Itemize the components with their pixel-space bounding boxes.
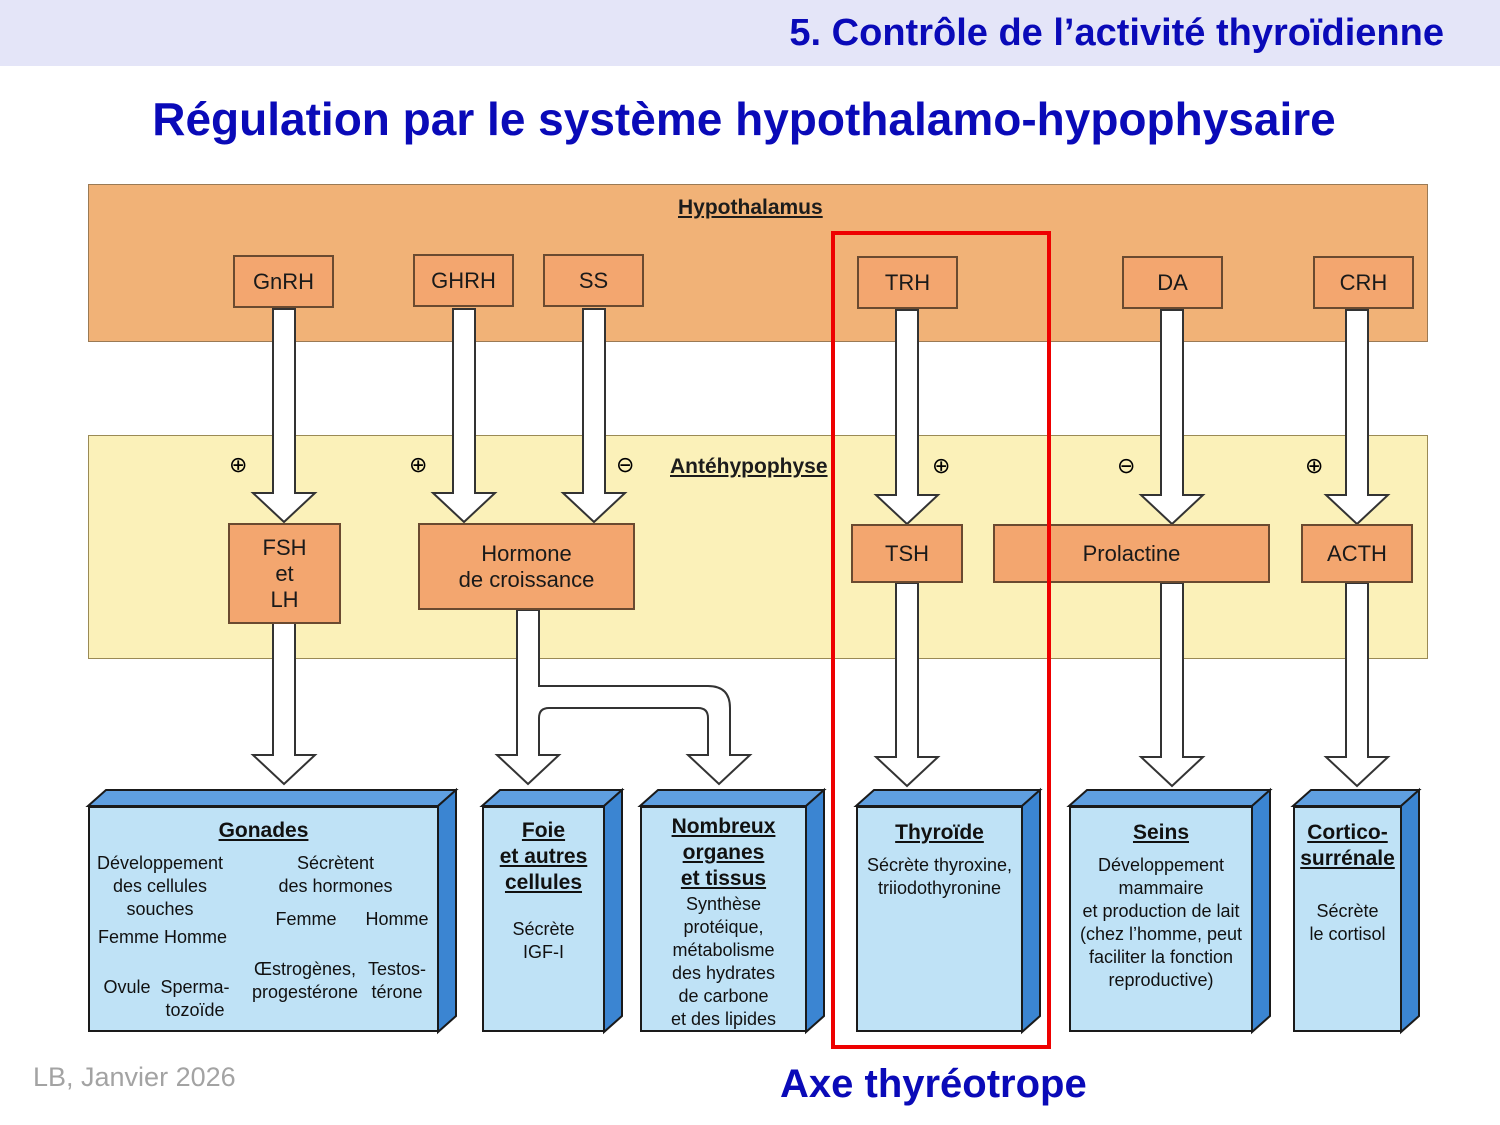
- growth-hormone-box: Hormone de croissance: [418, 523, 635, 610]
- foie-box: Foie et autres cellules Sécrète IGF-I: [482, 806, 605, 1032]
- plus-sign-ghrh: ⊕: [409, 452, 428, 477]
- arrow-gh-targets: [494, 609, 753, 786]
- gonades-side: [437, 787, 457, 1035]
- cortico-box: Cortico- surrénale Sécrète le cortisol: [1293, 806, 1402, 1032]
- gonades-hormones-text: Sécrètent des hormones: [278, 853, 393, 896]
- gonades-dev-text: Développement des cellules souches: [96, 853, 224, 919]
- foie-text: Sécrète IGF-I: [512, 919, 575, 962]
- arrow-da-prolactine: [1138, 309, 1206, 526]
- gonades-sperm: Sperma- tozoïde: [160, 977, 230, 1020]
- antehypophyse-label: Antéhypophyse: [670, 455, 828, 478]
- da-box: DA: [1122, 256, 1223, 309]
- tsh-box: TSH: [851, 524, 963, 583]
- gonades-sex-left: Femme Homme: [97, 927, 227, 947]
- cortico-top: [1290, 789, 1422, 807]
- arrow-crh-acth: [1323, 309, 1391, 526]
- arrow-gnrh-fsh: [250, 308, 318, 524]
- gonades-box: Gonades Développement des cellules souch…: [88, 806, 439, 1032]
- arrow-trh-tsh: [873, 309, 941, 526]
- prolactine-box: Prolactine: [993, 524, 1270, 583]
- header-bar: 5. Contrôle de l’activité thyroïdienne: [0, 0, 1500, 66]
- crh-box: CRH: [1313, 256, 1414, 309]
- thyroide-box: Thyroïde Sécrète thyroxine, triiodothyro…: [856, 806, 1023, 1032]
- gnrh-box: GnRH: [233, 255, 334, 308]
- cortico-text: Sécrète le cortisol: [1309, 901, 1386, 944]
- gonades-ovule: Ovule: [103, 977, 151, 997]
- arrow-acth-cortico: [1323, 582, 1391, 788]
- organes-text: Synthèse protéique, métabolisme des hydr…: [670, 894, 777, 1029]
- foie-top: [479, 789, 625, 807]
- plus-sign-trh: ⊕: [932, 453, 951, 478]
- foie-title: Foie et autres cellules: [499, 819, 588, 894]
- arrow-ghrh-gh: [430, 308, 498, 524]
- thyrotropic-axis-highlight: [831, 231, 1051, 1049]
- organes-title: Nombreux organes et tissus: [671, 815, 776, 890]
- trh-box: TRH: [857, 256, 958, 309]
- arrow-tsh-thyroide: [873, 582, 941, 788]
- gonades-title: Gonades: [218, 819, 309, 842]
- gonades-testosterone: Testos- térone: [367, 959, 427, 1002]
- arrow-ss-gh: [560, 308, 628, 524]
- gonades-oestrogenes: Œstrogènes, progestérone: [251, 959, 359, 1002]
- seins-text: Développement mammaire et production de …: [1079, 855, 1243, 990]
- cortico-side: [1400, 787, 1420, 1035]
- foie-side: [603, 787, 623, 1035]
- arrow-fsh-gonades: [250, 622, 318, 786]
- gonades-top: [85, 789, 459, 807]
- organes-box: Nombreux organes et tissus Synthèse prot…: [640, 806, 807, 1032]
- ss-box: SS: [543, 254, 644, 307]
- minus-sign-da: ⊖: [1117, 453, 1136, 478]
- header-title: 5. Contrôle de l’activité thyroïdienne: [789, 12, 1444, 54]
- page-title: Régulation par le système hypothalamo-hy…: [152, 93, 1336, 145]
- plus-sign-gnrh: ⊕: [229, 452, 248, 477]
- arrow-prolactine-seins: [1138, 582, 1206, 788]
- cortico-title: Cortico- surrénale: [1300, 821, 1395, 870]
- gonades-homme: Homme: [365, 909, 429, 929]
- thyroide-title: Thyroïde: [895, 821, 984, 844]
- organes-top: [637, 789, 827, 807]
- acth-box: ACTH: [1301, 524, 1413, 583]
- footer-author-date: LB, Janvier 2026: [33, 1062, 236, 1092]
- fsh-lh-box: FSH et LH: [228, 523, 341, 624]
- hypothalamus-label: Hypothalamus: [678, 196, 823, 219]
- minus-sign-ss: ⊖: [616, 452, 635, 477]
- thyroide-text: Sécrète thyroxine, triiodothyronine: [866, 855, 1013, 898]
- axe-thyreotrope-label: Axe thyréotrope: [780, 1062, 1087, 1106]
- seins-side: [1251, 787, 1271, 1035]
- ghrh-box: GHRH: [413, 254, 514, 307]
- gonades-femme: Femme: [275, 909, 337, 929]
- seins-box: Seins Développement mammaire et producti…: [1069, 806, 1253, 1032]
- organes-side: [805, 787, 825, 1035]
- seins-top: [1066, 789, 1273, 807]
- plus-sign-crh: ⊕: [1305, 453, 1324, 478]
- seins-title: Seins: [1132, 821, 1190, 844]
